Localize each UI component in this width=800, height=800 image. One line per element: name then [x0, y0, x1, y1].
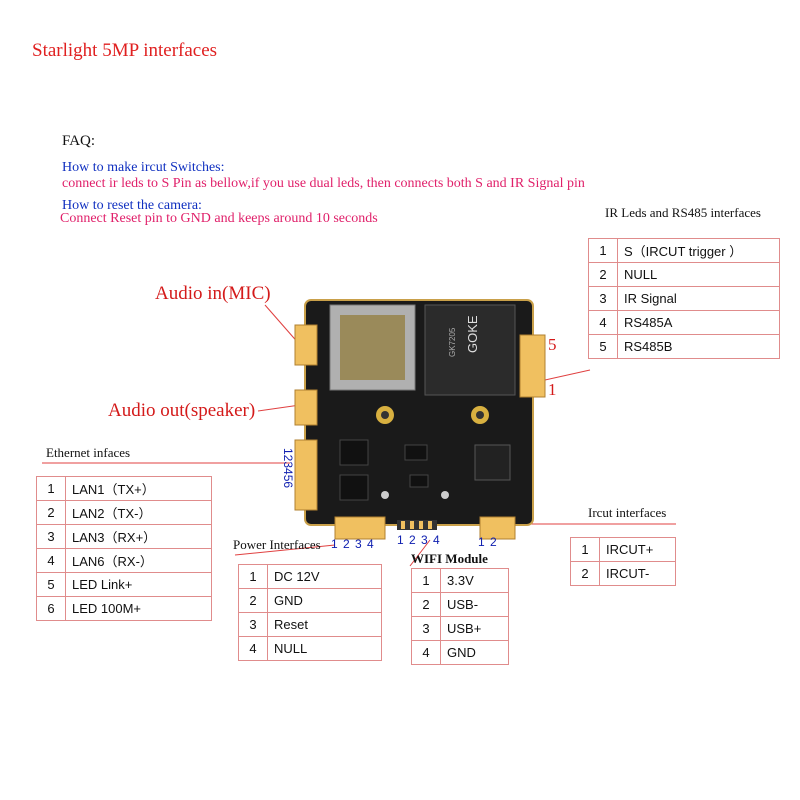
ircut-title: Ircut interfaces: [588, 505, 667, 520]
faq-heading: FAQ:: [62, 133, 96, 149]
chip-brand: GOKE: [465, 315, 480, 353]
power-connector: [334, 516, 386, 540]
wifi-pin-numbers: 1 2 3 4: [397, 533, 441, 547]
mic-connector: [294, 324, 318, 366]
power-line: [234, 544, 336, 556]
faq-question-ircut: How to make ircut Switches:: [62, 160, 225, 175]
chip-model: GK7205: [448, 327, 457, 357]
page-title: Starlight 5MP interfaces: [32, 40, 218, 61]
ir-pin-5: 5: [548, 335, 557, 354]
ethernet-connector: [294, 439, 318, 511]
audio-in-line: [264, 304, 301, 346]
audio-out-label: Audio out(speaker): [108, 400, 256, 421]
faq-answer-reset: Connect Reset pin to GND and keeps aroun…: [60, 211, 378, 226]
wifi-line: [409, 539, 431, 567]
soc-chip: [424, 304, 516, 396]
ir-rs485-connector: [519, 334, 546, 398]
ethernet-title: Ethernet infaces: [46, 445, 131, 460]
ir-line: [544, 369, 591, 381]
ircut-connector: [479, 516, 516, 540]
audio-in-label: Audio in(MIC): [155, 283, 271, 304]
ethernet-pin-numbers: 123456: [281, 448, 295, 489]
power-title: Power Interfaces: [233, 537, 321, 552]
faq-question-reset: How to reset the camera:: [62, 198, 202, 213]
wifi-header: [397, 520, 437, 530]
faq-answer-ircut: connect ir leds to S Pin as bellow,if yo…: [62, 176, 585, 191]
ircut-pin-numbers: 1 2: [478, 535, 498, 549]
wifi-chip: [474, 444, 511, 481]
ir-pin-1: 1: [548, 380, 557, 399]
pcb-board: GOKE GK7205: [294, 299, 546, 540]
power-pin-numbers: 1 2 3 4: [331, 537, 375, 551]
wifi-title: WIFI Module: [411, 551, 488, 566]
ir-rs485-title: IR Leds and RS485 interfaces: [605, 205, 761, 220]
audio-out-line: [257, 404, 301, 412]
speaker-connector: [294, 389, 318, 426]
